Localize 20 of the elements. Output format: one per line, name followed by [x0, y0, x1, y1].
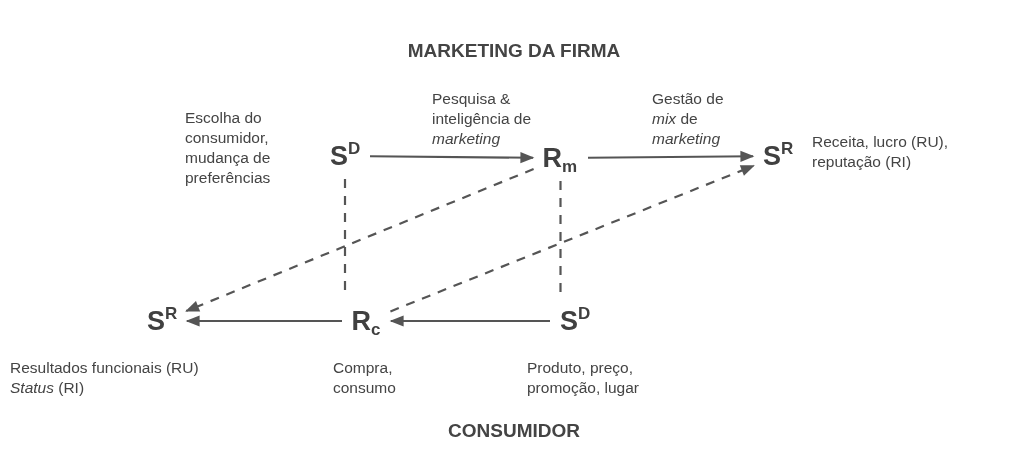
symbol-label: S$^{D}$	[558, 306, 593, 336]
caption-text: Produto, preço, promoção, lugar	[527, 358, 640, 398]
arrow	[389, 315, 550, 327]
heading: MARKETING DA FIRMA	[406, 40, 622, 62]
symbol-label: S$^{D}$	[328, 141, 363, 171]
caption-text: Resultados funcionais (RU)	[10, 358, 199, 378]
arrow	[185, 168, 534, 313]
caption-text: Receita, lucro (RU), reputação (RI)	[812, 132, 950, 172]
caption-text: Status (RI)	[10, 378, 85, 398]
arrow	[185, 315, 342, 327]
heading: CONSUMIDOR	[447, 420, 581, 442]
symbol-label: R$_{c}$	[349, 306, 383, 336]
arrow	[370, 152, 535, 164]
arrow	[588, 150, 755, 162]
arrow	[390, 164, 755, 313]
caption-text: Compra, consumo	[333, 358, 397, 398]
caption-text: Escolha do consumidor, mudança de preferências	[185, 108, 272, 188]
symbol-label: R$_{m}$	[540, 143, 580, 173]
symbol-label: S$^{R}$	[145, 306, 180, 336]
symbol-label: S$^{R}$	[761, 141, 796, 171]
